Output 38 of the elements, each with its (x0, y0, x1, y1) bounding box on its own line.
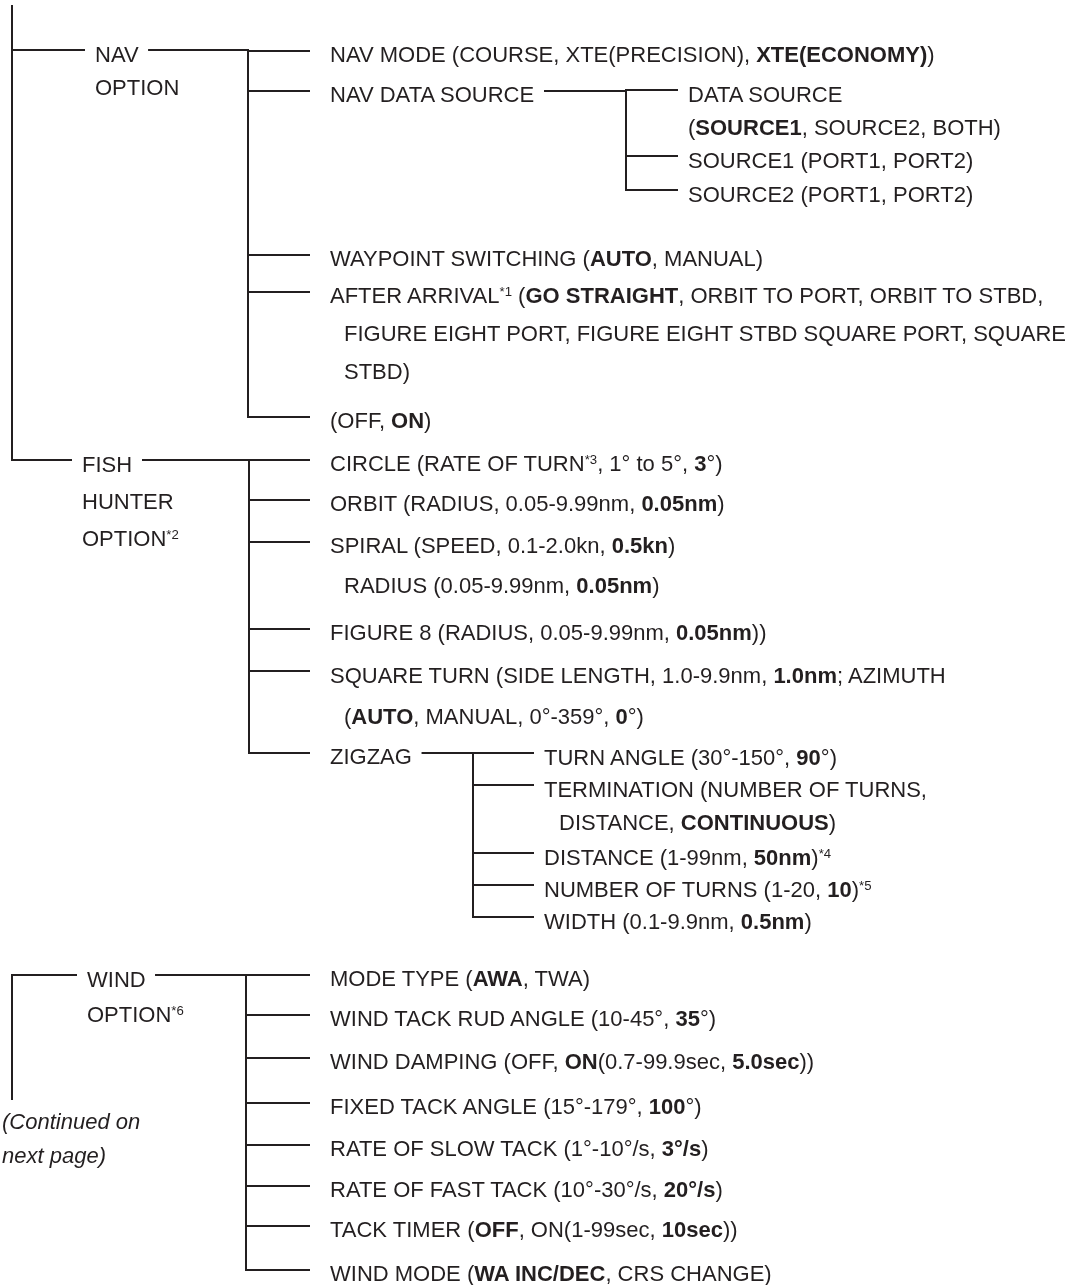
tree-connector (420, 752, 535, 918)
continuation-note: (Continued on next page) (2, 1108, 142, 1170)
menu-item-label: MODE TYPE (AWA, TWA) (330, 965, 591, 993)
menu-item-label: SOURCE1 (PORT1, PORT2) (688, 146, 975, 175)
menu-item-label: NAV DATA SOURCE (330, 81, 536, 109)
menu-item-label: NUMBER OF TURNS (1-20, 10)$^{*5}$ (544, 875, 873, 904)
menu-item-label: SQUARE TURN (SIDE LENGTH, 1.0-9.9nm, 1.0nm; AZIMUTH (AUTO, MANUAL, 0°-359°, 0°) (330, 661, 947, 731)
tree-connector (141, 459, 311, 754)
tree-connector (11, 974, 78, 1101)
menu-item-label: (SOURCE1, SOURCE2, BOTH) (688, 113, 1002, 142)
menu-item-label: ZIGZAG (330, 743, 413, 771)
tree-connector (543, 90, 679, 191)
menu-item-label: NAV MODE (COURSE, XTE(PRECISION), XTE(ECONOMY)) (330, 41, 936, 69)
menu-item-label: DATA SOURCE (688, 80, 844, 109)
menu-item-label: CIRCLE (RATE OF TURN$^{*3}$, 1° to 5°, 3°) (330, 450, 724, 478)
menu-item-label: ORBIT (RADIUS, 0.05-9.99nm, 0.05nm) (330, 490, 726, 518)
menu-item-label: WIND MODE (WA INC/DEC, CRS CHANGE) (330, 1260, 773, 1285)
menu-item-label: RATE OF SLOW TACK (1°-10°/s, 3°/s) (330, 1135, 710, 1163)
menu-item-label: DISTANCE (1-99nm, 50nm)$^{*4}$ (544, 843, 833, 872)
menu-item-label: WIDTH (0.1-9.9nm, 0.5nm) (544, 907, 813, 936)
menu-item-label: TERMINATION (NUMBER OF TURNS, DISTANCE, CONTINUOUS) (544, 775, 928, 837)
tree-connector (11, 4, 73, 461)
menu-item-label: WAYPOINT SWITCHING (AUTO, MANUAL) (330, 245, 765, 273)
menu-item-label: TURN ANGLE (30°-150°, 90°) (544, 743, 838, 772)
menu-item-label: SPIRAL (SPEED, 0.1-2.0kn, 0.5kn) RADIUS (0.05-9.99nm, 0.05nm) (330, 532, 677, 600)
menu-item-label: FIGURE 8 (RADIUS, 0.05-9.99nm, 0.05nm)) (330, 619, 768, 647)
menu-item-label: WIND TACK RUD ANGLE (10-45°, 35°) (330, 1005, 717, 1033)
menu-item-label: WIND DAMPING (OFF, ON(0.7-99.9sec, 5.0sec)) (330, 1048, 816, 1076)
menu-item-label: (OFF, ON) (330, 407, 433, 435)
menu-item-label: NAV OPTION (95, 40, 181, 102)
menu-item-label: SOURCE2 (PORT1, PORT2) (688, 180, 975, 209)
menu-item-label: FISH HUNTER OPTION$^{*2}$ (82, 450, 180, 553)
menu-item-label: TACK TIMER (OFF, ON(1-99sec, 10sec)) (330, 1216, 739, 1244)
menu-item-label: RATE OF FAST TACK (10°-30°/s, 20°/s) (330, 1176, 724, 1204)
menu-item-label: FIXED TACK ANGLE (15°-179°, 100°) (330, 1093, 703, 1121)
tree-connector (147, 49, 311, 418)
menu-item-label: WIND OPTION$^{*6}$ (87, 965, 185, 1029)
menu-item-label: AFTER ARRIVAL$^{*1}$ (GO STRAIGHT, ORBIT TO PORT, ORBIT TO STBD, FIGURE EIGHT PORT, FIGURE EIGHT STBD SQUARE PORT, SQUARE STBD) (330, 282, 1068, 386)
